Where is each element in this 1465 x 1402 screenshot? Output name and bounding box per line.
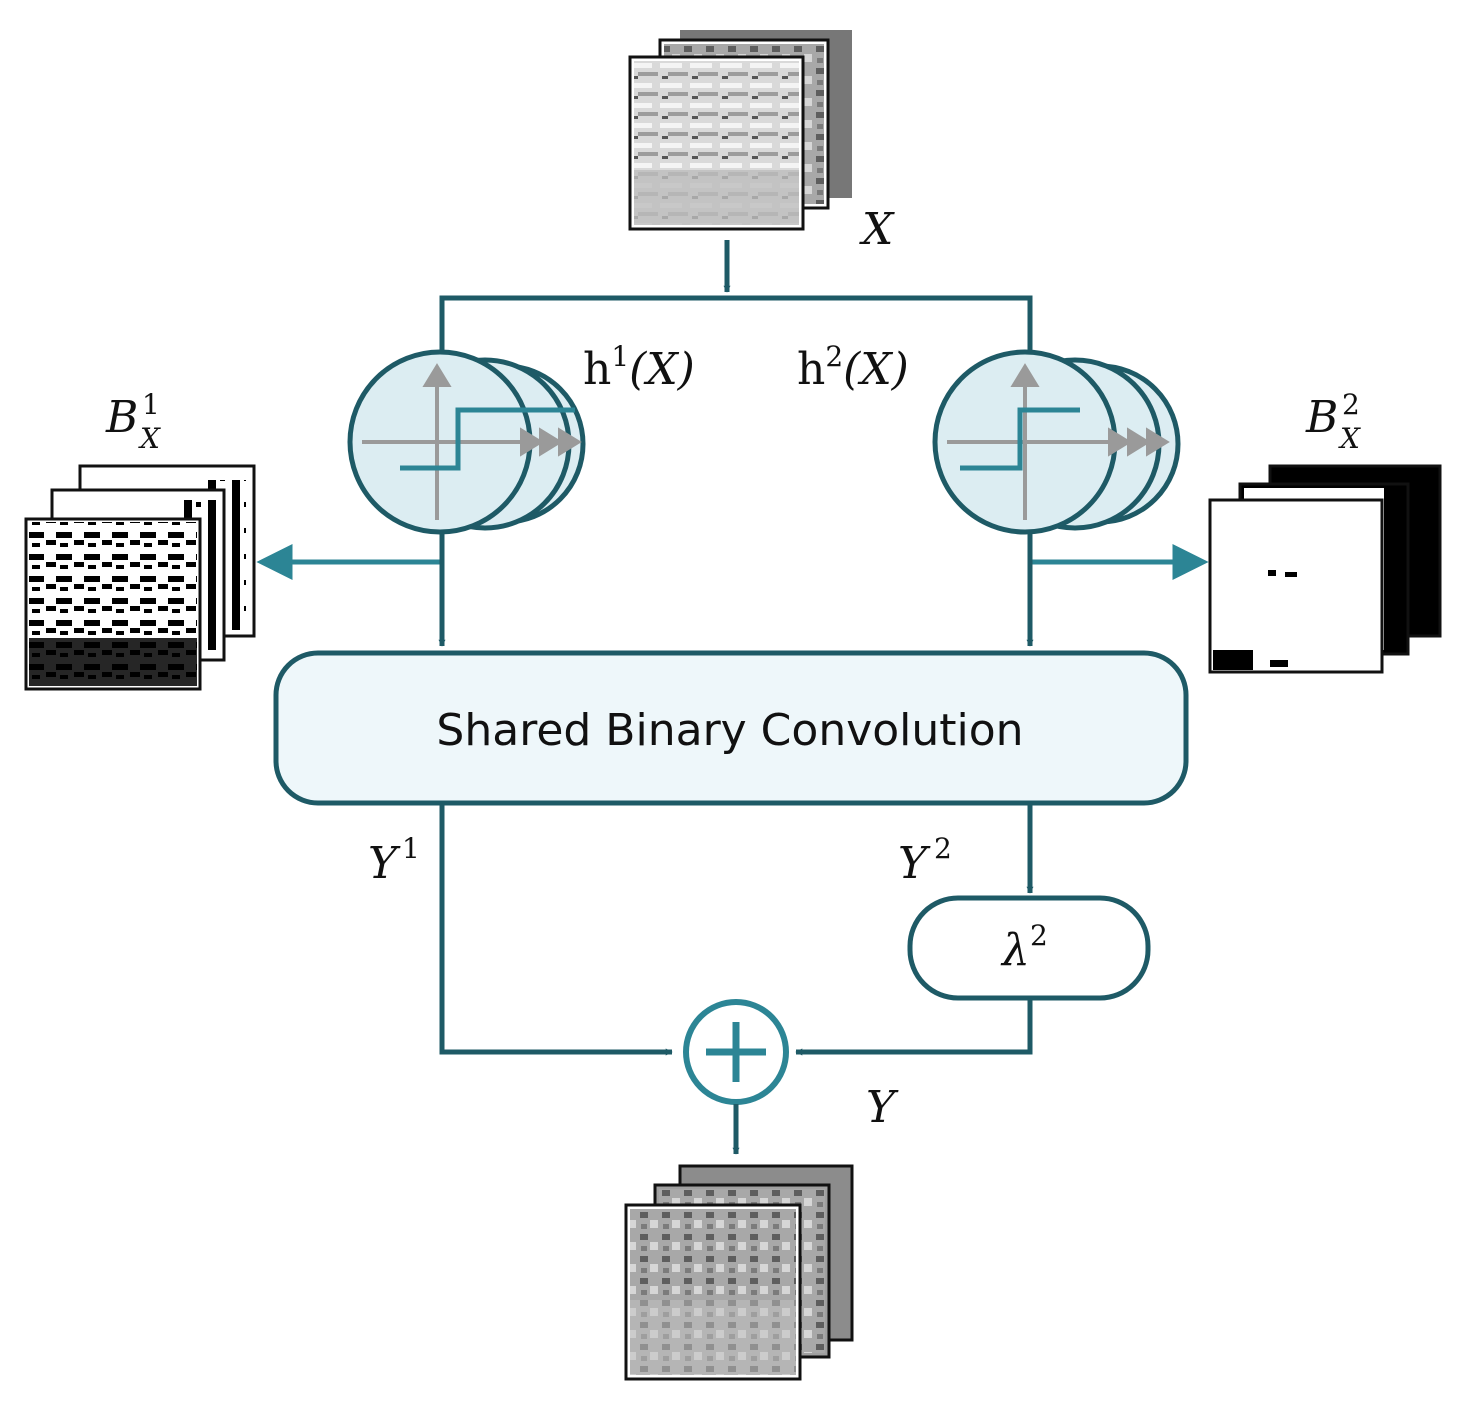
svg-text:h2(X): h2(X) [797,340,909,395]
y1-wire [439,803,673,1056]
binary-map-stack-2 [1208,464,1442,674]
svg-text:B: B [105,392,138,443]
b1-label: B 1 X [105,388,161,455]
y2-label: Y 2 [898,832,952,889]
svg-text:X: X [1338,422,1361,455]
binary-map-stack-1 [24,464,256,691]
binarization-stack-2 [932,349,1181,535]
svg-text:X: X [138,422,161,455]
b1-output-arrow [256,543,442,581]
lambda-label: λ 2 [1000,919,1048,976]
svg-text:h1(X): h1(X) [583,340,695,395]
shared-binary-convolution-block [273,650,1189,806]
lambda-out-wire [795,1000,1033,1056]
b2-output-arrow [1030,543,1209,581]
conv-block-label: Shared Binary Convolution [436,705,1023,756]
svg-text:2: 2 [934,832,952,865]
conv-input-wires [438,532,1034,647]
svg-text:1: 1 [142,388,160,421]
input-split-wire [439,240,1033,355]
y1-label: Y 1 [368,832,420,889]
h1-label: h1(X) [583,340,695,395]
b2-label: B 2 X [1305,388,1361,455]
add-icon [683,999,789,1105]
input-image-stack [628,30,852,231]
h2-label: h2(X) [797,340,909,395]
lambda-scale-block [907,895,1151,1001]
svg-text:Y: Y [898,838,931,889]
binarization-stack-1 [347,349,586,535]
svg-text:Y: Y [368,838,401,889]
svg-text:B: B [1305,392,1338,443]
svg-text:λ: λ [1000,925,1030,976]
output-label: Y [866,1082,899,1133]
svg-text:2: 2 [1030,919,1048,952]
output-image-stack [624,1164,854,1381]
input-label: X [859,204,895,255]
svg-text:2: 2 [1342,388,1360,421]
svg-text:1: 1 [402,832,420,865]
